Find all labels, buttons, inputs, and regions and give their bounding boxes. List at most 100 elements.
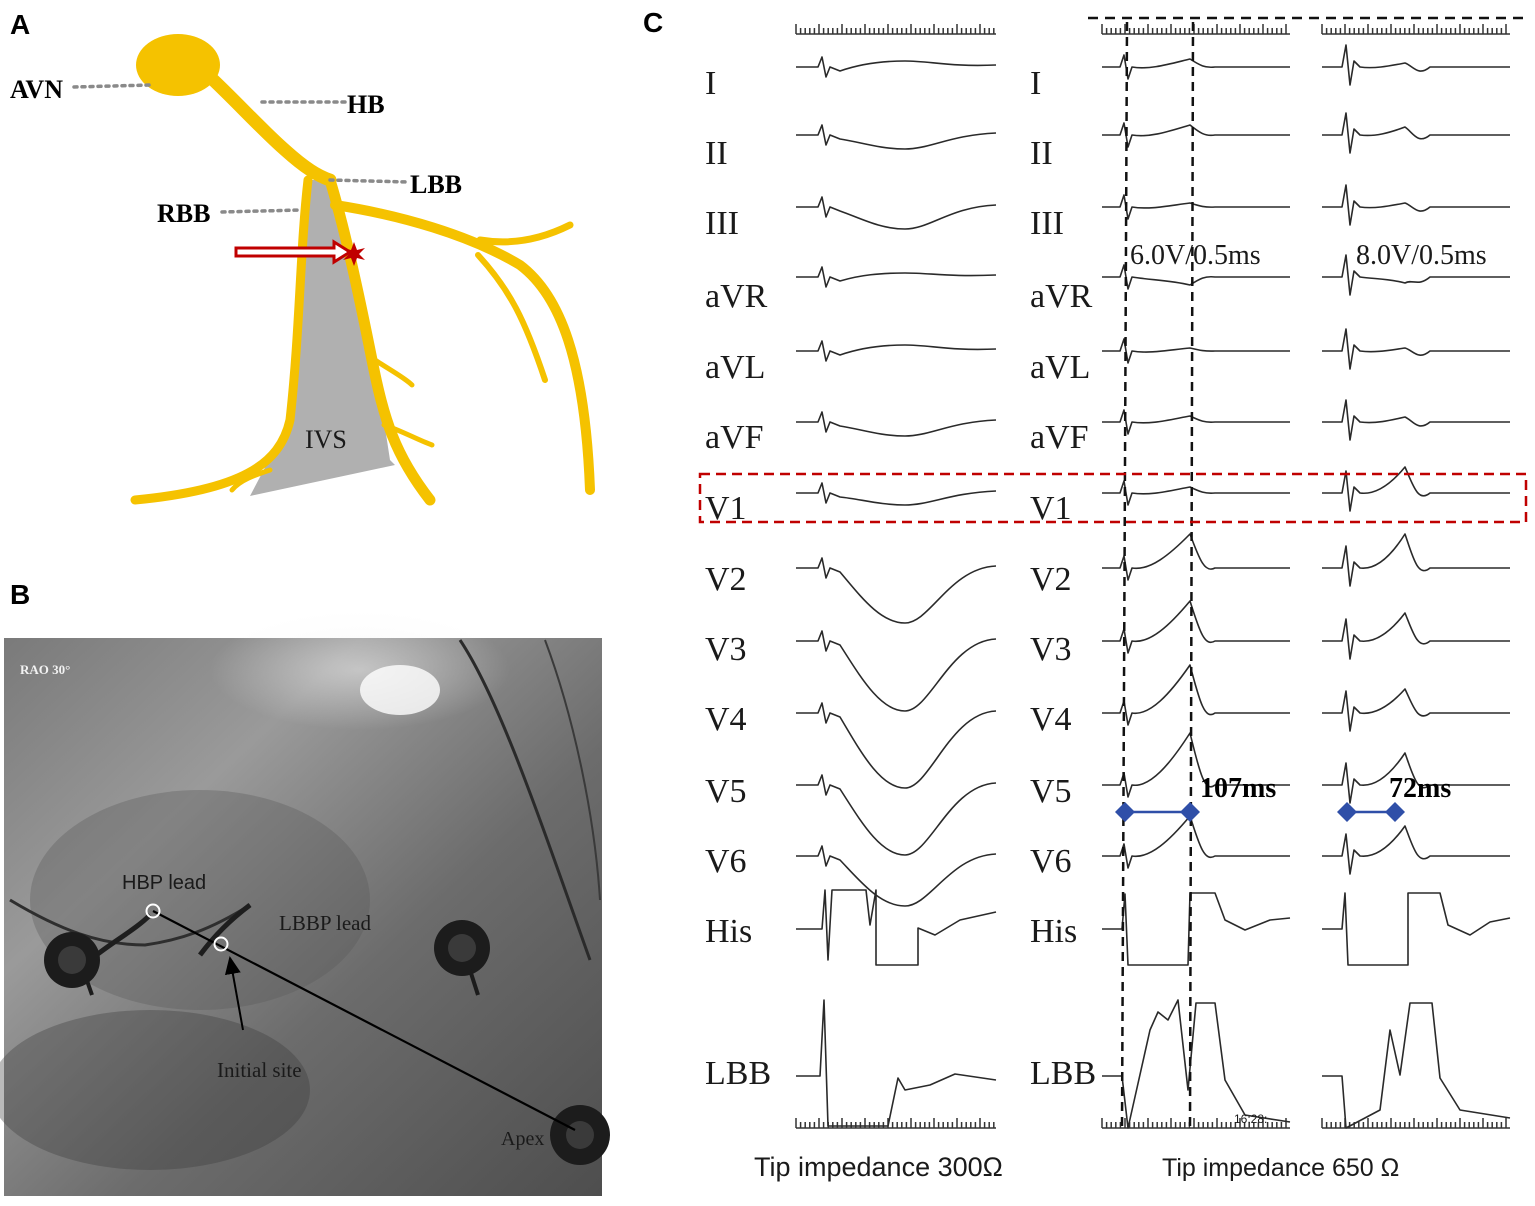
lead-label-ii-mid: II — [1030, 135, 1053, 172]
trace-mid-v6 — [1102, 815, 1290, 869]
lead-label-ii-left: II — [705, 135, 728, 172]
lead-label-his-left: His — [705, 913, 752, 950]
trace-right-v3 — [1322, 612, 1510, 660]
trace-left-v5 — [796, 774, 997, 856]
panel-a: A IVS AVN HB LBB RBB — [10, 9, 595, 506]
av-node-shape — [136, 34, 220, 96]
lbbp-site-marker — [213, 936, 229, 952]
lead-label-avl-mid: aVL — [1030, 349, 1090, 386]
lead-label-avf-mid: aVF — [1030, 419, 1089, 456]
lbb-label: LBB — [410, 170, 462, 199]
pacing-site-star — [343, 242, 365, 266]
trace-left-iii — [796, 196, 997, 230]
lead-label-v5-left: V5 — [705, 773, 747, 810]
output-right-label: 8.0V/0.5ms — [1356, 240, 1487, 271]
leader-lines — [72, 83, 410, 214]
trace-left-avl — [796, 340, 997, 362]
conduction-system — [130, 34, 595, 506]
trace-right-lbb — [1322, 1002, 1511, 1129]
lead-label-avl-left: aVL — [705, 349, 765, 386]
lead-label-his-mid: His — [1030, 913, 1077, 950]
lead-label-i-left: I — [705, 65, 716, 102]
lead-label-iii-mid: III — [1030, 205, 1064, 242]
panel-a-letter: A — [10, 9, 30, 40]
trace-right-avl — [1322, 328, 1510, 370]
trace-mid-his — [1102, 892, 1291, 966]
output-mid-label: 6.0V/0.5ms — [1130, 240, 1261, 271]
lead-label-v6-left: V6 — [705, 843, 747, 880]
hb-label: HB — [347, 90, 385, 119]
lead-label-v2-mid: V2 — [1030, 561, 1072, 598]
trace-left-lbb — [796, 999, 997, 1127]
r-peak-dashed-line — [1188, 21, 1195, 1129]
trace-mid-i — [1102, 54, 1290, 80]
hbp-site-marker — [145, 903, 161, 919]
trace-right-v2 — [1322, 533, 1510, 587]
trace-mid-avl — [1102, 338, 1290, 364]
lead-labels: IIIIIIaVRaVLaVFV1V2V3V4V5V6HisLBBIIIIIIa… — [705, 65, 1096, 1092]
trace-right-ii — [1322, 112, 1510, 154]
lead-label-lbb-left: LBB — [705, 1055, 771, 1092]
time-rulers — [795, 24, 1510, 1129]
stimulus-dashed-line — [1120, 21, 1129, 1129]
panel-c-letter: C — [643, 7, 663, 38]
trace-right-avr — [1322, 254, 1510, 296]
lead-label-v6-mid: V6 — [1030, 843, 1072, 880]
trace-right-his — [1322, 892, 1511, 966]
trace-right-v5 — [1322, 752, 1510, 804]
trace-mid-v2 — [1102, 533, 1290, 581]
trace-right-v1 — [1322, 466, 1510, 512]
lead-label-avr-left: aVR — [705, 278, 768, 315]
trace-right-v6 — [1322, 825, 1510, 875]
trace-mid-avf — [1102, 409, 1290, 435]
fluoroscopy-image — [0, 610, 610, 1196]
panel-b-letter: B — [10, 579, 30, 610]
trace-left-i — [796, 56, 997, 78]
footer-right-label: Tip impedance 650 Ω — [1162, 1154, 1399, 1182]
trace-mid-v4 — [1102, 664, 1290, 726]
lead-label-lbb-mid: LBB — [1030, 1055, 1096, 1092]
trace-left-v6 — [796, 845, 997, 907]
trace-left-v3 — [796, 630, 997, 712]
trace-left-his — [796, 889, 997, 966]
lead-label-i-mid: I — [1030, 65, 1041, 102]
trace-mid-iii — [1102, 194, 1290, 220]
trace-mid-lbb — [1102, 999, 1291, 1129]
lead-label-avf-left: aVF — [705, 419, 764, 456]
interventricular-septum — [250, 180, 395, 496]
lead-label-iii-left: III — [705, 205, 739, 242]
ecg-traces — [796, 44, 1511, 1129]
hbp-to-apex-line — [152, 910, 576, 1131]
rbb-label: RBB — [157, 199, 210, 228]
trace-mid-ii — [1102, 122, 1290, 148]
panel-b: B RAO 30° HBP lead LBBP lead — [0, 579, 610, 1196]
lead-label-v4-left: V4 — [705, 701, 747, 738]
trace-left-avf — [796, 411, 997, 437]
panel-c: C IIIIIIaVRaVLaVFV1V2V3V4V5V6HisLBBIIIII… — [643, 7, 1528, 1182]
lead-label-v5-mid: V5 — [1030, 773, 1072, 810]
fluoro-view-label: RAO 30° — [20, 662, 70, 677]
avn-label: AVN — [10, 75, 63, 104]
trace-right-avf — [1322, 399, 1510, 441]
trace-left-ii — [796, 124, 997, 150]
v1-highlight-box — [698, 472, 1528, 524]
trace-right-v4 — [1322, 688, 1510, 732]
lbbp-lead-label: LBBP lead — [279, 911, 371, 935]
apex-label: Apex — [501, 1128, 544, 1150]
initial-site-label: Initial site — [217, 1058, 302, 1082]
hbp-lead-label: HBP lead — [122, 872, 206, 894]
trace-mid-v5 — [1102, 732, 1290, 798]
initial-site-arrow — [224, 956, 244, 1031]
trace-left-avr — [796, 266, 997, 288]
interval-right-label: 72ms — [1389, 773, 1451, 804]
trace-right-iii — [1322, 184, 1510, 226]
lead-label-v3-left: V3 — [705, 631, 747, 668]
trace-left-v4 — [796, 702, 997, 789]
trace-mid-avr — [1102, 264, 1290, 290]
trace-left-v2 — [796, 557, 997, 624]
trace-mid-v1 — [1102, 480, 1290, 506]
ivs-label: IVS — [305, 425, 347, 454]
lead-label-avr-mid: aVR — [1030, 278, 1093, 315]
lead-label-v4-mid: V4 — [1030, 701, 1072, 738]
